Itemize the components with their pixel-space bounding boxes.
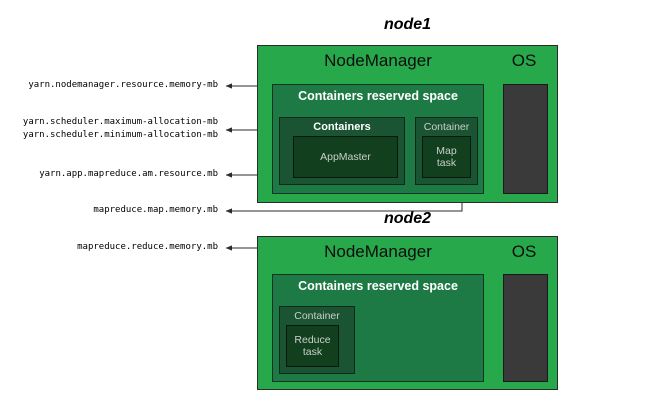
node2-title: node2 (383, 210, 432, 227)
node1-os-block (503, 84, 548, 194)
node1-container-header-map: Container (423, 121, 470, 133)
node1-map-task-line2: task (436, 157, 457, 169)
node1-appmaster-label: AppMaster (320, 151, 371, 163)
node1-appmaster-task: AppMaster (293, 136, 398, 178)
node2-reduce-task: Reduce task (286, 325, 339, 367)
node1-map-task-line1: Map (436, 145, 457, 157)
node1-nodemanager-label: NodeManager (324, 51, 432, 70)
node2-os-label: OS (511, 242, 537, 261)
node2-os-block (503, 274, 548, 382)
node1-reserved-label: Containers reserved space (298, 89, 458, 103)
node2-nodemanager-label: NodeManager (324, 242, 432, 261)
node2-reduce-task-line2: task (302, 346, 323, 358)
property-label-reduce-memory: mapreduce.reduce.memory.mb (77, 242, 218, 252)
property-label-nm-resource-memory: yarn.nodemanager.resource.memory-mb (28, 80, 218, 90)
node1-map-task: Map task (422, 136, 471, 178)
property-label-sched-max-alloc: yarn.scheduler.maximum-allocation-mb (22, 117, 218, 127)
node1-os-label: OS (511, 51, 537, 70)
node2-reduce-task-line1: Reduce (294, 334, 331, 346)
node1-containers-header: Containers (313, 121, 371, 133)
property-label-map-memory: mapreduce.map.memory.mb (93, 205, 218, 215)
property-label-sched-min-alloc: yarn.scheduler.minimum-allocation-mb (22, 130, 218, 140)
node2-container-header-reduce: Container (294, 310, 340, 322)
node2-reserved-label: Containers reserved space (298, 279, 458, 293)
property-label-am-resource: yarn.app.mapreduce.am.resource.mb (39, 169, 218, 179)
node1-title: node1 (383, 16, 432, 33)
